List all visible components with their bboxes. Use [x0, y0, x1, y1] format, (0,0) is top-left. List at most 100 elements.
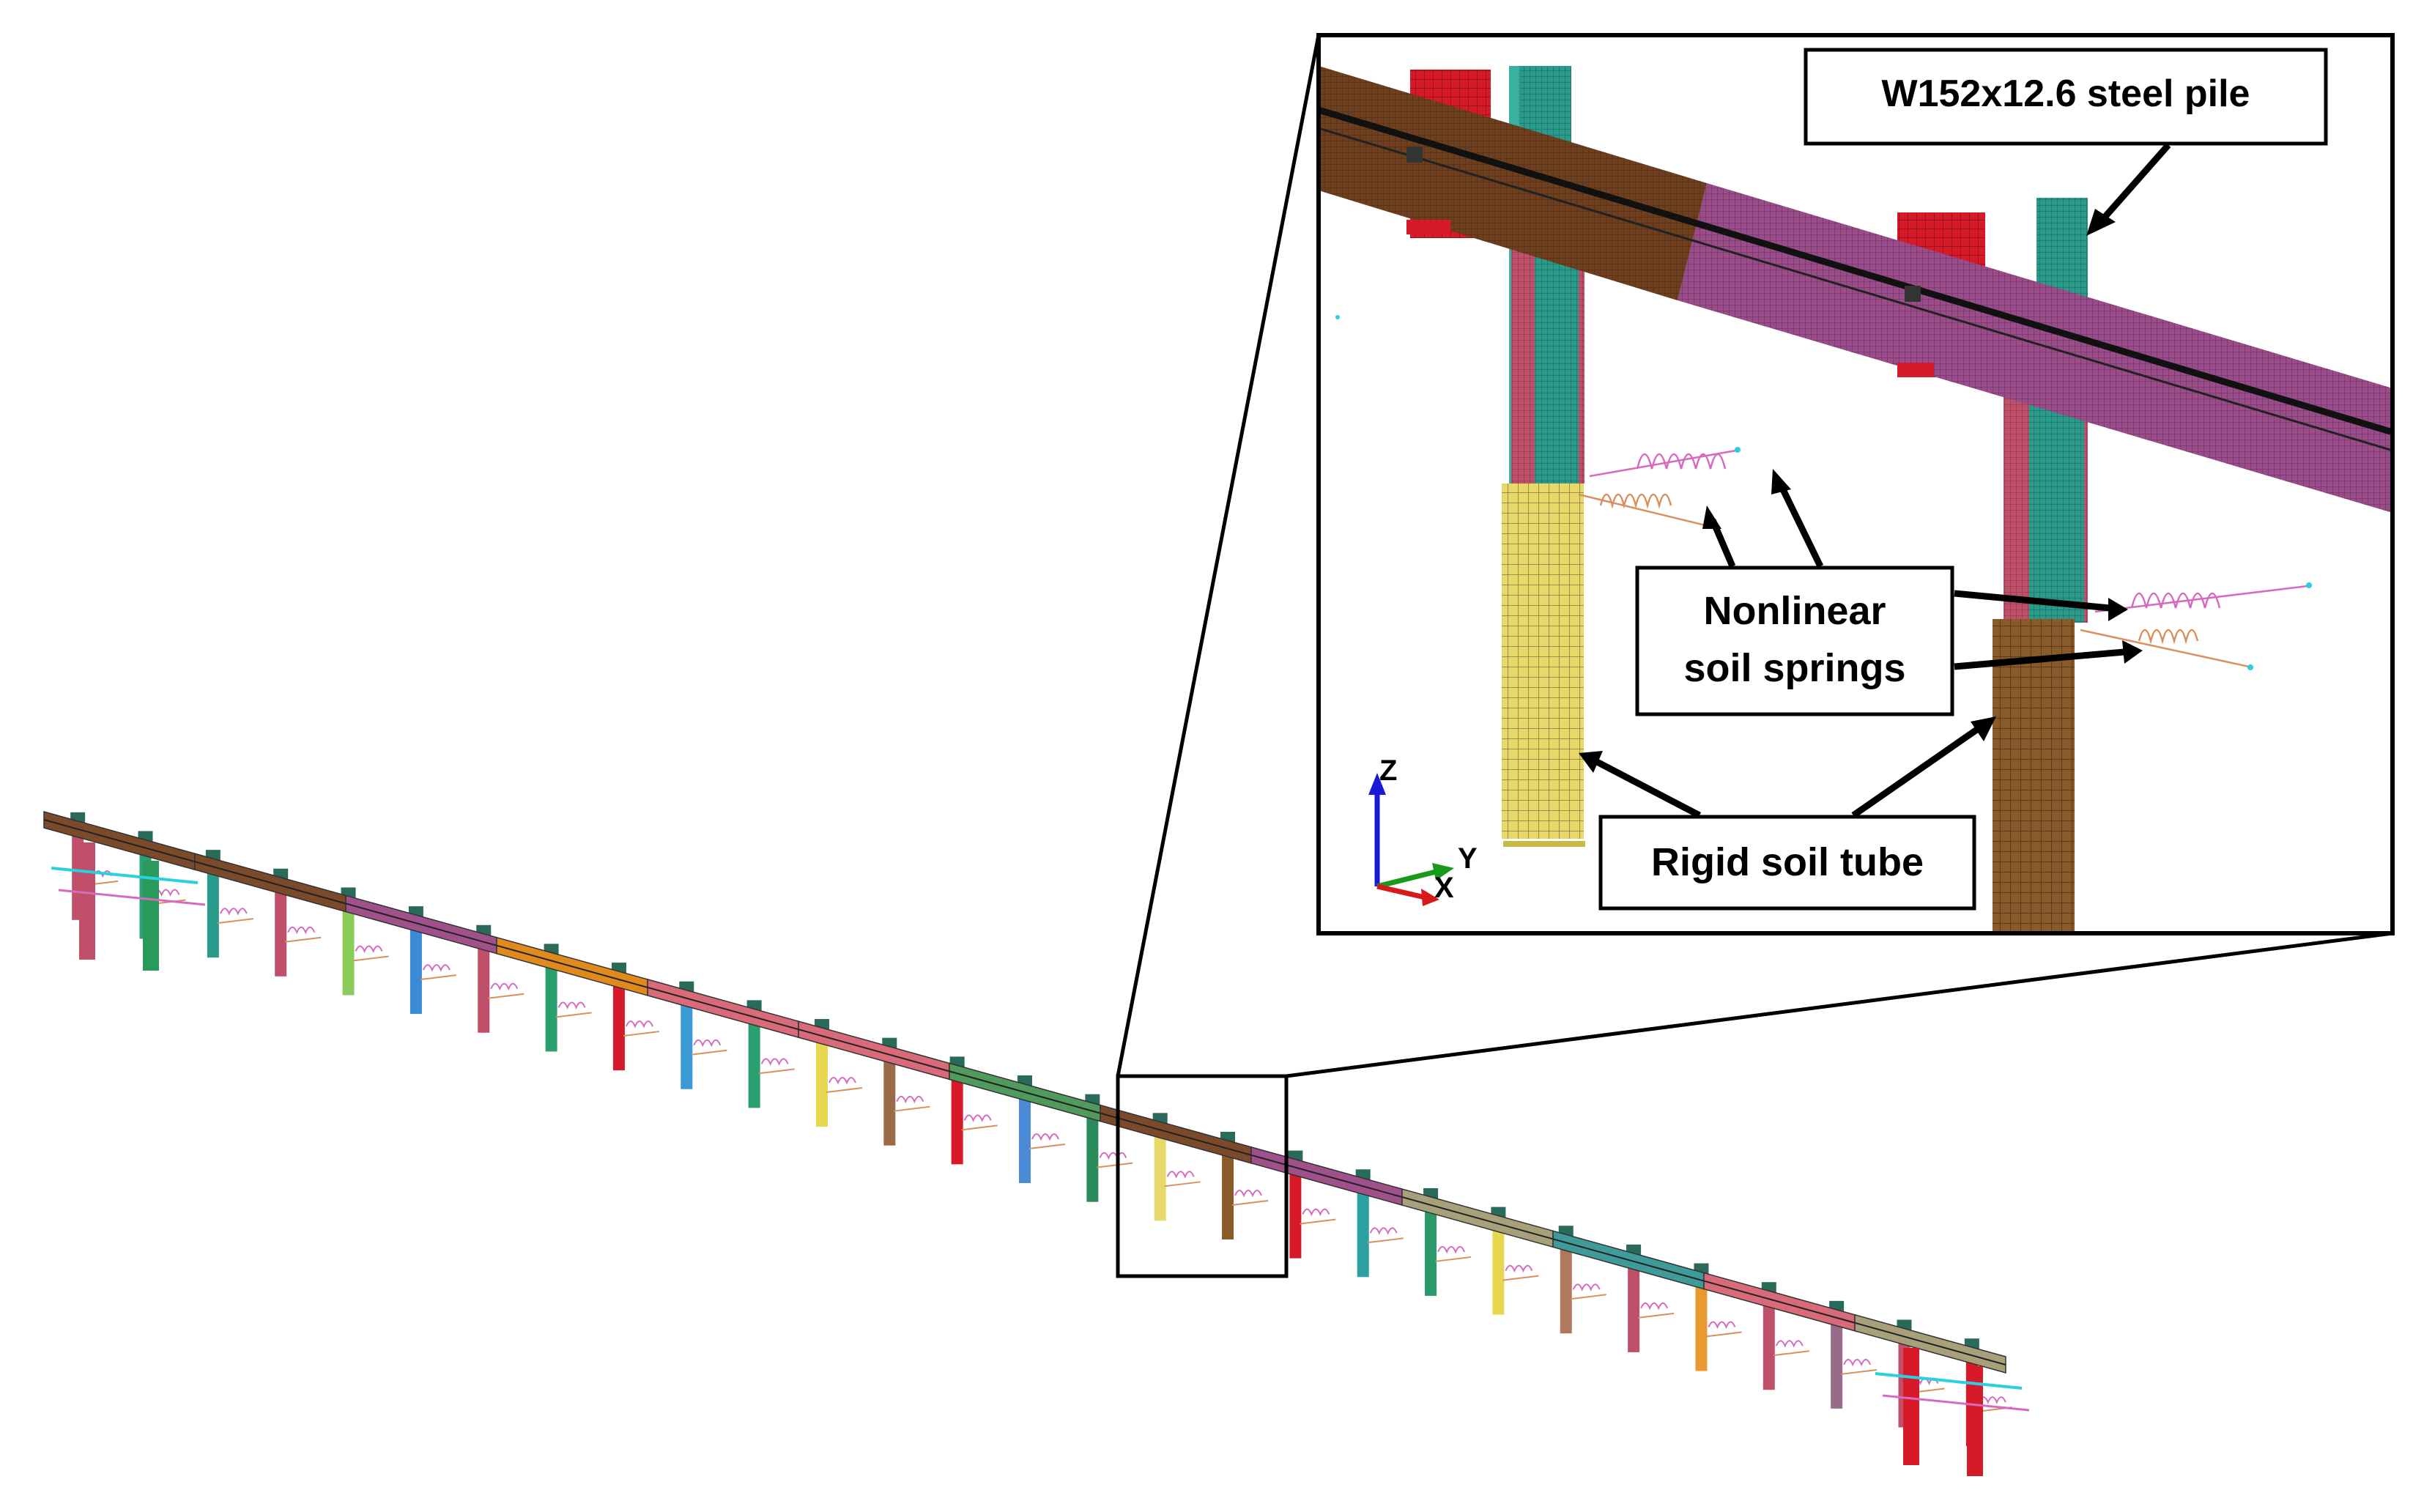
soil-spring	[1640, 1302, 1669, 1311]
axis-triad: Z Y X	[1368, 755, 1478, 906]
end-cable	[51, 867, 199, 884]
guardrail-post	[342, 896, 355, 996]
end-anchor-post	[143, 861, 159, 971]
soil-spring	[287, 926, 316, 935]
guardrail-post	[1222, 1140, 1234, 1239]
end-anchor-post	[1903, 1348, 1919, 1465]
soil-spring	[1505, 1264, 1533, 1273]
guardrail-post	[409, 915, 422, 1015]
soil-spring	[557, 1001, 586, 1009]
soil-spring	[963, 1114, 992, 1122]
w-beam-crease	[647, 986, 799, 1031]
end-spring	[1882, 1394, 2030, 1412]
callout-rigid-soil-tube: Rigid soil tube	[1579, 716, 1996, 911]
w-beam-crease	[1250, 1154, 1403, 1198]
guardrail-post	[612, 971, 625, 1071]
guardrail-post	[815, 1028, 828, 1127]
zoom-projection-line-top	[1116, 34, 1321, 1077]
soil-spring-line	[1028, 1144, 1066, 1149]
soil-spring-line	[1231, 1199, 1269, 1206]
soil-spring	[896, 1095, 924, 1104]
callout-steel-pile-text: W152x12.6 steel pile	[1882, 73, 2250, 115]
guardrail-post	[1086, 1102, 1099, 1202]
end-anchor-post	[79, 842, 95, 960]
callout-soil-springs: Nonlinear soil springs	[1635, 469, 2143, 716]
guardrail-post	[1560, 1234, 1572, 1334]
callout-soil-springs-line2: soil springs	[1683, 646, 1905, 690]
w-beam-crease	[1401, 1196, 1554, 1240]
soil-spring-line	[1705, 1331, 1742, 1338]
soil-spring-line	[894, 1105, 930, 1112]
guardrail-post	[1289, 1159, 1302, 1259]
soil-spring	[1437, 1245, 1465, 1254]
w-beam-rail	[1319, 66, 2392, 513]
soil-spring-line	[1570, 1294, 1606, 1300]
soil-spring-line	[623, 1031, 660, 1037]
guardrail-post	[275, 877, 287, 976]
guardrail-post	[1831, 1309, 1843, 1409]
soil-spring-line	[1773, 1350, 1809, 1357]
axis-label-x: X	[1434, 872, 1454, 904]
soil-spring-line	[1367, 1237, 1404, 1244]
soil-spring	[1572, 1283, 1601, 1292]
soil-spring-line	[1502, 1275, 1539, 1281]
guardrail-post	[1357, 1178, 1369, 1278]
guardrail-post	[1763, 1291, 1775, 1390]
w-beam-crease	[798, 1029, 950, 1072]
guardrail-post	[1695, 1272, 1708, 1371]
guardrail-post	[748, 1009, 760, 1108]
soil-spring	[1708, 1321, 1736, 1330]
w-beam-crease	[496, 944, 648, 988]
soil-spring-line	[961, 1124, 998, 1131]
right-post-upper	[2004, 198, 2088, 623]
detail-inset-frame	[1316, 33, 2395, 935]
soil-spring-line	[352, 955, 389, 962]
soil-spring	[1369, 1227, 1398, 1235]
soil-spring	[693, 1039, 722, 1048]
soil-spring	[760, 1058, 789, 1066]
soil-spring-line	[555, 1012, 592, 1018]
soil-spring	[1978, 1396, 2006, 1404]
soil-spring	[1302, 1208, 1330, 1217]
soil-spring-line	[826, 1087, 863, 1094]
guardrail-post	[681, 990, 693, 1089]
soil-spring-line	[1097, 1162, 1133, 1168]
soil-spring-line	[1841, 1368, 1878, 1375]
soil-spring	[829, 1077, 856, 1085]
w-beam-crease	[949, 1070, 1101, 1114]
soil-spring-line	[1637, 1312, 1675, 1319]
right-soil-springs	[2080, 582, 2312, 670]
w-beam-crease	[345, 903, 497, 946]
w-beam-crease	[194, 861, 346, 905]
right-rigid-soil-tube	[1993, 619, 2075, 933]
soil-spring	[490, 982, 519, 991]
guardrail-post	[1019, 1084, 1031, 1183]
callout-rigid-soil-tube-text: Rigid soil tube	[1651, 840, 1924, 884]
left-soil-springs	[1578, 447, 1741, 531]
soil-spring-line	[691, 1049, 727, 1056]
guardrail-post	[951, 1065, 963, 1165]
soil-spring-line	[217, 918, 253, 924]
callout-soil-springs-line1: Nonlinear	[1703, 589, 1886, 633]
guardrail-post	[545, 952, 557, 1052]
detail-inset: Z Y X	[1316, 33, 2395, 935]
soil-spring	[1775, 1340, 1804, 1348]
soil-spring	[1843, 1358, 1872, 1367]
guardrail-post	[478, 933, 490, 1033]
guardrail-post	[1154, 1122, 1166, 1221]
soil-spring	[355, 945, 383, 953]
w-beam-crease	[1703, 1280, 1856, 1324]
w-beam-crease	[1854, 1322, 2006, 1365]
guardrail-post	[883, 1046, 896, 1146]
axis-label-y: Y	[1458, 842, 1478, 875]
soil-spring	[1031, 1133, 1059, 1141]
soil-spring-line	[420, 974, 457, 981]
soil-spring	[219, 908, 248, 916]
soil-spring-line	[1434, 1256, 1472, 1262]
end-anchor-post	[1967, 1366, 1983, 1476]
end-spring	[58, 889, 206, 906]
w-beam-crease	[43, 819, 196, 863]
zoom-box	[1116, 1074, 1289, 1278]
guardrail-post	[1628, 1253, 1640, 1352]
